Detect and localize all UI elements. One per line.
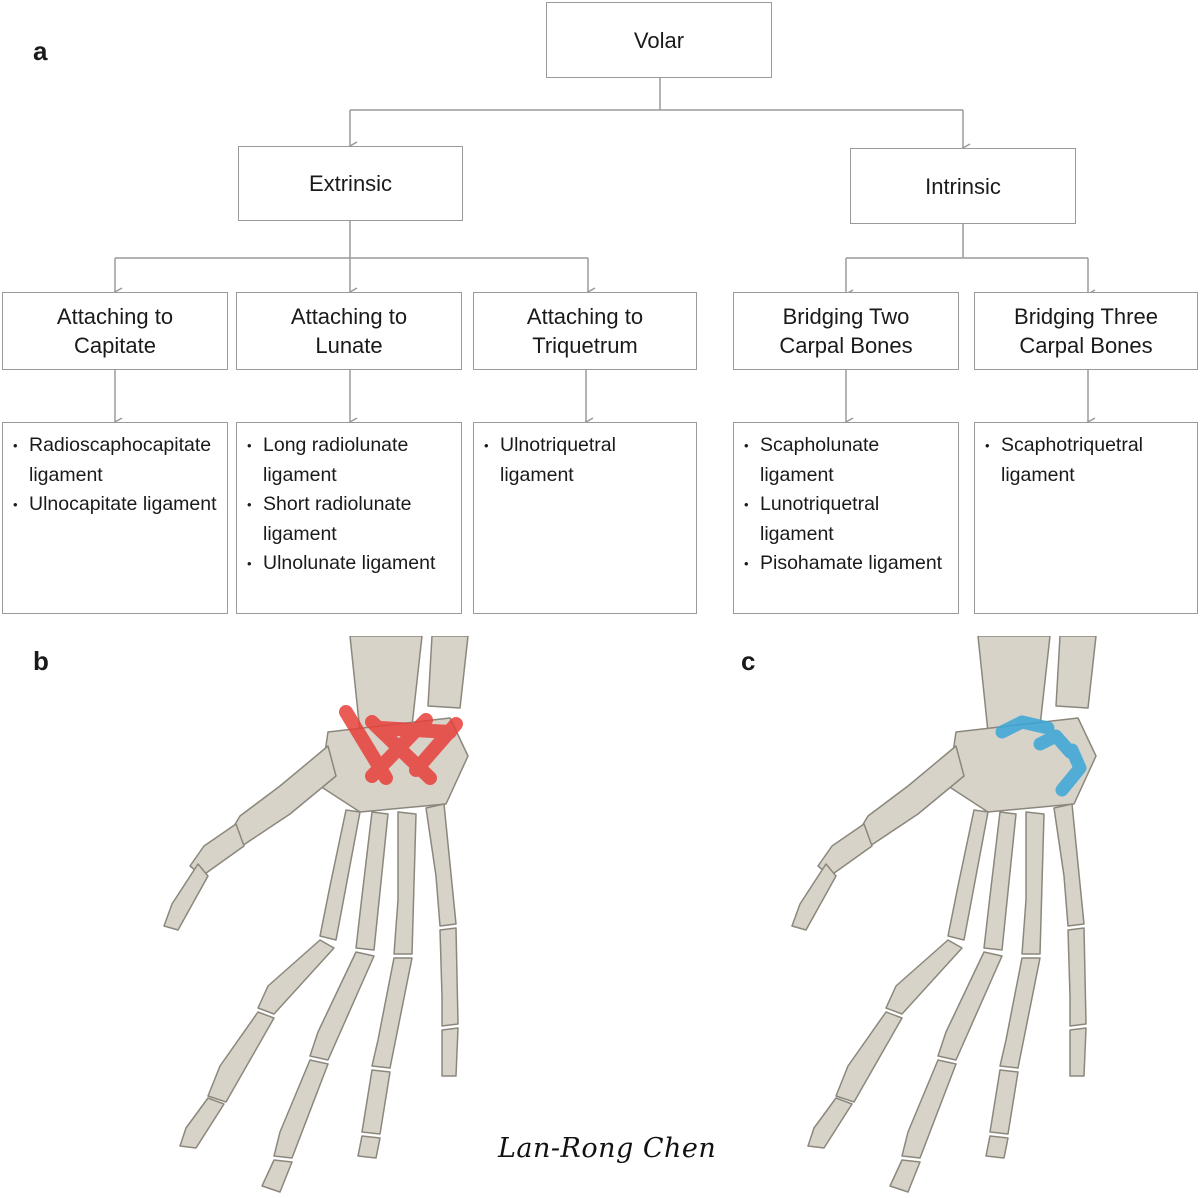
attaching-triquetrum-box: Attaching to Triquetrum: [473, 292, 697, 370]
list-item: Lunotriquetral ligament: [742, 490, 952, 549]
two-line2: Carpal Bones: [779, 333, 913, 358]
panel-label-b: b: [33, 646, 49, 676]
intrinsic-label: Intrinsic: [925, 173, 1001, 199]
intrinsic-box: Intrinsic: [850, 148, 1076, 224]
panel-label-a: a: [33, 36, 48, 66]
list-item: Scapholunate ligament: [742, 431, 952, 490]
intrinsic-ligament-mark: [1055, 743, 1087, 797]
connector-root: [350, 78, 963, 111]
volar-label: Volar: [633, 27, 685, 53]
connector-extrinsic-bus: [115, 220, 588, 259]
extrinsic-box: Extrinsic: [238, 146, 463, 221]
triquetrum-line1: Attaching to: [526, 304, 644, 329]
attaching-lunate-box: Attaching to Lunate: [236, 292, 462, 370]
list-item: Ulnocapitate ligament: [11, 490, 221, 520]
triquetrum-ligament-list: Ulnotriquetral ligament: [473, 422, 697, 614]
extrinsic-label: Extrinsic: [308, 171, 393, 196]
list-item: Radioscaphocapitate ligament: [11, 431, 221, 490]
list-item: Ulnotriquetral ligament: [482, 431, 690, 490]
intrinsic-ligament-mark: [995, 715, 1055, 739]
lunate-line1: Attaching to: [290, 304, 408, 329]
volar-box: Volar: [546, 2, 772, 78]
bridging-three-ligament-list: Scaphotriquetral ligament: [974, 422, 1198, 614]
lunate-ligament-list: Long radiolunate ligament Short radiolun…: [236, 422, 462, 614]
capitate-line1: Attaching to: [56, 304, 174, 329]
capitate-ligament-list: Radioscaphocapitate ligament Ulnocapitat…: [2, 422, 228, 614]
extrinsic-ligament-mark: [373, 721, 457, 739]
three-line2: Carpal Bones: [1019, 333, 1153, 358]
hand-skeleton-intrinsic: [791, 636, 1097, 1193]
list-item: Scaphotriquetral ligament: [983, 431, 1191, 490]
list-item: Ulnolunate ligament: [245, 549, 455, 579]
two-line1: Bridging Two: [782, 304, 910, 329]
panel-label-c: c: [741, 646, 756, 676]
bridging-two-ligament-list: Scapholunate ligament Lunotriquetral lig…: [733, 422, 959, 614]
hand-skeleton-extrinsic: [163, 636, 469, 1193]
lunate-line2: Lunate: [315, 333, 383, 358]
list-item: Pisohamate ligament: [742, 549, 952, 579]
list-item: Short radiolunate ligament: [245, 490, 455, 549]
capitate-line2: Capitate: [74, 333, 156, 358]
attaching-capitate-box: Attaching to Capitate: [2, 292, 228, 370]
list-item: Long radiolunate ligament: [245, 431, 455, 490]
triquetrum-line2: Triquetrum: [532, 333, 638, 358]
connector-intrinsic-bus: [846, 224, 1088, 259]
intrinsic-ligament-mark: [1033, 729, 1077, 759]
three-line1: Bridging Three: [1014, 304, 1158, 329]
hierarchy-connectors: [113, 78, 1096, 427]
author-signature: Lan-Rong Chen: [498, 1133, 717, 1164]
